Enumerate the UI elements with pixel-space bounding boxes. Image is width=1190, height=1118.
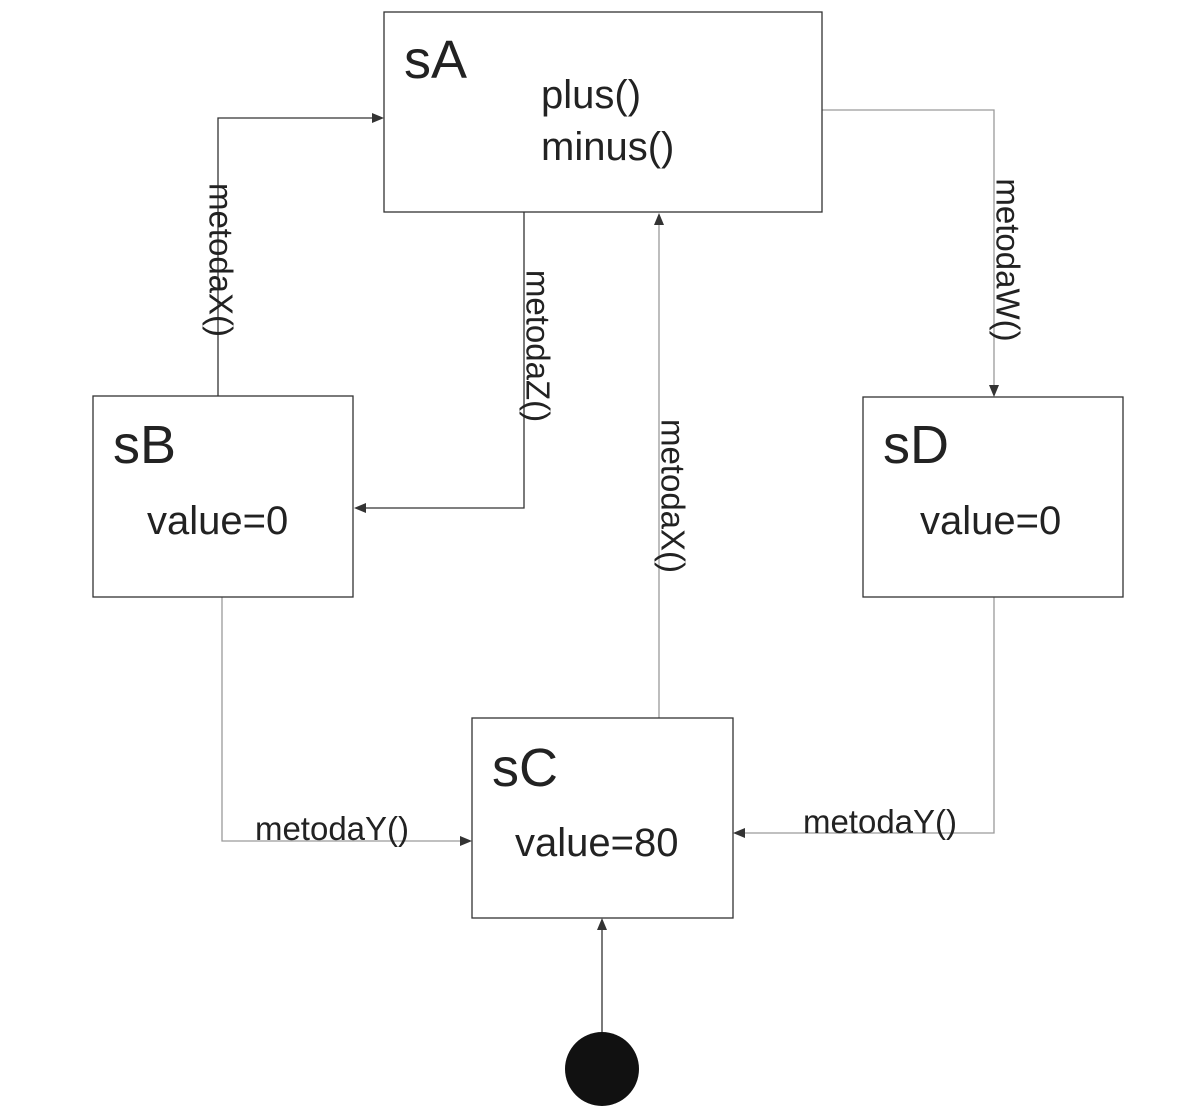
state-name: sC	[492, 738, 558, 798]
arrowhead	[989, 385, 999, 397]
transition-label: metodaZ()	[519, 270, 556, 422]
arrowhead	[372, 113, 384, 123]
arrowhead	[354, 503, 366, 513]
state-sD: sD value=0	[862, 396, 1124, 598]
state-name: sD	[883, 415, 949, 475]
state-sC: sC value=80	[471, 717, 734, 919]
initial-state-node	[565, 1032, 639, 1106]
state-sB: sB value=0	[92, 395, 354, 598]
transition-label: metodaX()	[654, 419, 691, 573]
transition-label: metodaW()	[989, 178, 1026, 341]
state-box	[862, 396, 1124, 598]
state-value: value=0	[920, 499, 1061, 543]
transition-sD-to-sC: metodaY()	[733, 597, 995, 840]
state-value: value=80	[515, 821, 678, 865]
state-name: sA	[404, 30, 467, 90]
state-sA: sA plus() minus()	[383, 11, 823, 213]
state-value: value=0	[147, 499, 288, 543]
state-method: minus()	[541, 125, 674, 169]
transition-label: metodaY()	[255, 810, 409, 847]
transition-label: metodaX()	[202, 183, 239, 337]
arrowhead	[460, 836, 472, 846]
arrowhead	[597, 918, 607, 930]
arrowhead	[654, 213, 664, 225]
transition-sC-to-sA: metodaX()	[654, 213, 691, 718]
transition-sB-to-sA: metodaX()	[202, 113, 384, 396]
transition-initial-to-sC	[597, 918, 607, 1032]
arrowhead	[733, 828, 745, 838]
transition-sA-to-sB: metodaZ()	[354, 212, 556, 513]
state-method: plus()	[541, 73, 641, 117]
transition-sA-to-sD: metodaW()	[822, 109, 1026, 397]
transition-sB-to-sC: metodaY()	[221, 597, 472, 847]
transition-label: metodaY()	[803, 803, 957, 840]
state-box	[471, 717, 734, 919]
state-name: sB	[113, 415, 176, 475]
state-box	[383, 11, 823, 213]
state-box	[92, 395, 354, 598]
